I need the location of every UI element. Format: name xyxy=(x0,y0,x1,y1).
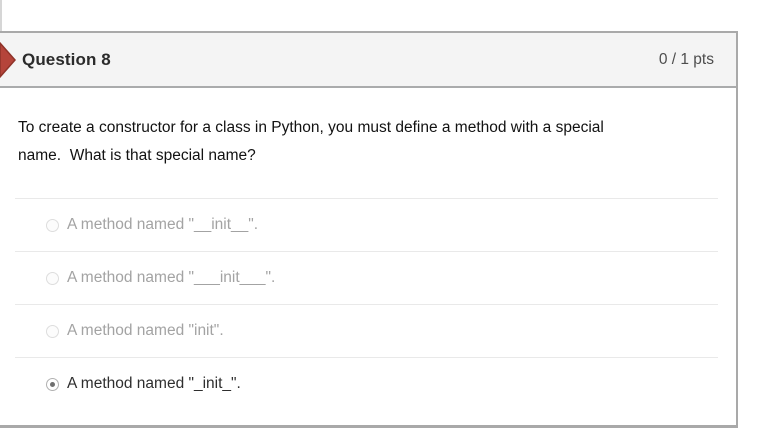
radio-button[interactable] xyxy=(46,218,59,232)
question-text: To create a constructor for a class in P… xyxy=(18,119,604,164)
answer-row[interactable]: A method named "___init___". xyxy=(15,251,718,304)
radio-button[interactable] xyxy=(46,324,59,338)
answer-label: A method named "__init__". xyxy=(67,216,259,233)
answer-list: A method named "__init__". A method name… xyxy=(15,198,718,410)
question-card: Question 8 0 / 1 pts To create a constru… xyxy=(0,31,738,428)
question-title: Question 8 xyxy=(22,49,111,69)
question-marker-arrow-icon xyxy=(0,42,16,78)
radio-button[interactable] xyxy=(46,377,59,391)
answer-row[interactable]: A method named "__init__". xyxy=(15,198,718,251)
question-body: To create a constructor for a class in P… xyxy=(0,88,736,410)
answer-label: A method named "init". xyxy=(67,322,224,339)
answer-row[interactable]: A method named "_init_". xyxy=(15,357,718,410)
answer-label: A method named "_init_". xyxy=(67,375,241,392)
question-header: Question 8 0 / 1 pts xyxy=(0,33,736,88)
radio-button[interactable] xyxy=(46,271,59,285)
answer-label: A method named "___init___". xyxy=(67,269,276,286)
question-points: 0 / 1 pts xyxy=(658,50,714,68)
answer-row[interactable]: A method named "init". xyxy=(15,304,718,357)
